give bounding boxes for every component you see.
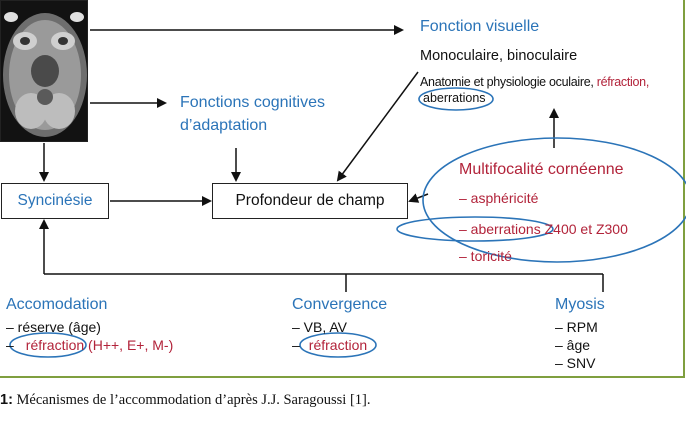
convergence-item-vb-av: – VB, AV — [292, 319, 347, 335]
convergence-item-refraction: –réfraction — [292, 337, 367, 353]
multifocalite-item-aberrations: – aberrations Z400 et Z300 — [459, 221, 628, 237]
figure-caption: 1: Mécanismes de l’accommodation d’après… — [0, 392, 370, 409]
caption-label: 1: — [0, 392, 13, 408]
accomodation-refraction-circled: réfraction — [25, 337, 85, 353]
aberrations-label: aberrations — [423, 91, 486, 105]
fonction-visuelle-line2-text: Anatomie et physiologie oculaire, — [420, 75, 594, 89]
figure-frame — [0, 0, 685, 378]
syncinesie-label: Syncinésie — [17, 192, 93, 209]
fonction-visuelle-line1: Monoculaire, binoculaire — [420, 48, 578, 64]
profondeur-de-champ-box: Profondeur de champ — [212, 183, 408, 219]
multifocalite-item-aspher: – asphéricité — [459, 190, 539, 206]
myosis-item-rpm: – RPM — [555, 319, 598, 335]
caption-text: Mécanismes de l’accommodation d’après J.… — [12, 392, 371, 408]
convergence-refraction-circled: réfraction — [308, 337, 368, 353]
multifocalite-item-toricite: – toricité — [459, 248, 512, 264]
fonctions-cognitives-line1: Fonctions cognitives — [180, 94, 325, 111]
accomodation-refraction-detail: (H++, E+, M-) — [84, 337, 174, 353]
profondeur-de-champ-label: Profondeur de champ — [235, 192, 385, 209]
brain-scan-image — [0, 0, 88, 142]
myosis-item-age: – âge — [555, 337, 591, 353]
fonction-visuelle-line2-red: réfraction, — [593, 75, 650, 89]
multifocalite-title: Multifocalité cornéenne — [459, 161, 624, 178]
convergence-title: Convergence — [292, 296, 388, 313]
fonction-visuelle-title: Fonction visuelle — [420, 18, 540, 35]
convergence-dash: – — [292, 337, 300, 353]
accomodation-item-refraction: –réfraction (H++, E+, M-) — [6, 337, 173, 353]
accomodation-title: Accomodation — [6, 296, 108, 313]
syncinesie-box: Syncinésie — [1, 183, 109, 219]
myosis-item-snv: – SNV — [555, 355, 596, 371]
fonction-visuelle-line2: Anatomie et physiologie oculaire, réfrac… — [420, 75, 649, 89]
fonctions-cognitives-line2: d’adaptation — [180, 117, 268, 134]
accomodation-dash: – — [6, 337, 14, 353]
myosis-title: Myosis — [555, 296, 605, 313]
accomodation-item-reserve: – réserve (âge) — [6, 319, 101, 335]
